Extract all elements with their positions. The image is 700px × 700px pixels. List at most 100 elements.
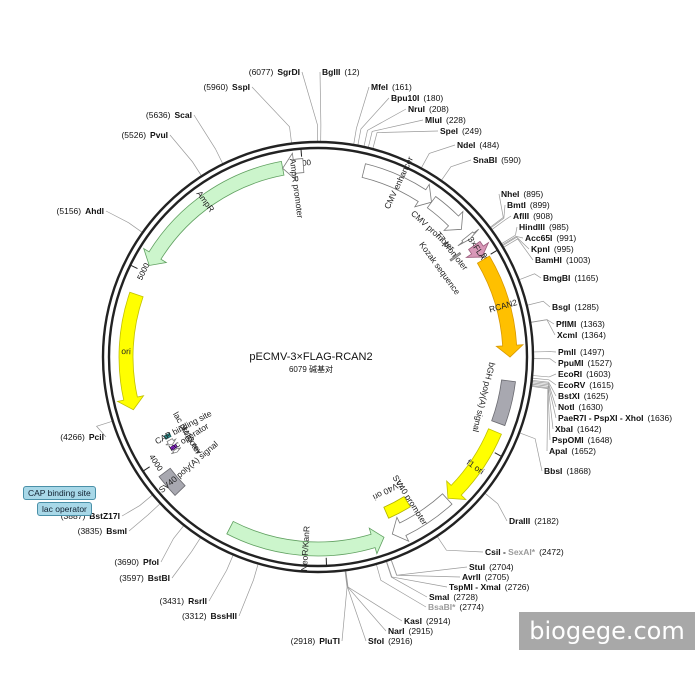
- tick-6000: [300, 148, 303, 157]
- plasmid-backbone: [101, 140, 535, 574]
- site-pos: (995): [554, 244, 574, 254]
- site-name: SmaI: [429, 592, 449, 602]
- feature-bgh-poly-a-signal: [491, 379, 516, 427]
- site-pos: (4266): [60, 432, 85, 442]
- site-ecorv: EcoRV(1615): [558, 380, 614, 390]
- site-draiii: DraIII(2182): [509, 516, 559, 526]
- tick-4000: [142, 466, 150, 472]
- site-paer7i-pspxi-xhoi: PaeR7I - PspXI - XhoI(1636): [558, 413, 672, 423]
- site-xcmi: XcmI(1364): [557, 330, 606, 340]
- site-sspi: (5960)SspI: [203, 82, 250, 92]
- site-ahdi: (5156)AhdI: [57, 206, 104, 216]
- site-pflmi: PflMI(1363): [556, 319, 605, 329]
- site-pos: (908): [533, 211, 553, 221]
- site-name: SpeI: [440, 126, 458, 136]
- site-line-ppumi: [533, 358, 557, 364]
- feature-sv40-ori: [383, 496, 411, 519]
- site-pos: (1363): [580, 319, 605, 329]
- site-line-mlui: [368, 119, 424, 148]
- site-line-stui: [391, 560, 468, 576]
- site-line-nrui: [363, 108, 407, 147]
- site-line-bsabi: [376, 564, 427, 608]
- plasmid-title: pECMV-3×FLAG-RCAN2: [249, 351, 372, 363]
- site-line-spei: [372, 130, 439, 149]
- backbone-outer-ring: [101, 140, 535, 574]
- site-kasi: KasI(2914): [404, 616, 451, 626]
- site-line-bstxi: [532, 380, 557, 397]
- site-pos: (2726): [505, 582, 530, 592]
- site-apai: ApaI(1652): [549, 446, 596, 456]
- site-line-acc65i: [502, 236, 524, 246]
- site-bglii: BglII(12): [322, 67, 360, 77]
- site-pos: (1165): [574, 273, 598, 283]
- site-name: AhdI: [85, 206, 104, 216]
- site-pmli: PmlI (1497): [558, 347, 605, 357]
- site-pos: (2704): [489, 562, 514, 572]
- site-line-bamhi: [503, 238, 534, 261]
- plasmid-size: 6079 碱基对: [289, 364, 333, 374]
- feature-cap-binding-site: [163, 432, 172, 440]
- site-line-bsgi: [527, 300, 551, 308]
- site-pos: (1527): [588, 358, 613, 368]
- site-name: XbaI: [555, 424, 573, 434]
- site-name: ScaI: [175, 110, 193, 120]
- site-line-rsrii: [208, 555, 234, 602]
- site-name: PmlI: [558, 347, 576, 357]
- site-pcii: (4266)PciI: [60, 432, 104, 442]
- site-line-bpu10i: [357, 97, 390, 145]
- site-pos: (5526): [121, 130, 146, 140]
- site-bmti: BmtI(899): [507, 200, 550, 210]
- site-line-snabi: [441, 159, 472, 181]
- site-pos: (3690): [114, 557, 139, 567]
- site-name: StuI: [469, 562, 485, 572]
- site-acc65i: Acc65I(991): [525, 233, 576, 243]
- site-name: PspOMI: [552, 435, 584, 445]
- site-nari: NarI(2915): [388, 626, 433, 636]
- feature-sv40-poly-a-signal: [158, 467, 186, 496]
- site-pos: (5636): [146, 110, 171, 120]
- site-pos: (3835): [78, 526, 103, 536]
- site-line-kpni: [502, 236, 530, 250]
- site-name: HindIII: [519, 222, 545, 232]
- site-sfoi: SfoI(2916): [368, 636, 413, 646]
- feature-lac-promoter: [165, 437, 177, 446]
- site-bstxi: BstXI(1625): [558, 391, 608, 401]
- site-pos: (1648): [588, 435, 613, 445]
- site-line-bmgbi: [519, 273, 542, 280]
- site-pos: (1364): [581, 330, 606, 340]
- site-name: BsaBI*: [428, 602, 456, 612]
- site-pos: (249): [462, 126, 482, 136]
- site-line-sspi: [251, 86, 292, 143]
- site-pos: (208): [429, 104, 449, 114]
- site-line-sfoi: [345, 571, 367, 642]
- site-line-ecorv: [532, 377, 557, 386]
- site-pos: (1642): [577, 424, 602, 434]
- feature-ampr-promoter: [282, 152, 305, 181]
- site-pos: (2728): [453, 592, 478, 602]
- site-pspomi: PspOMI (1648): [552, 435, 612, 445]
- site-pos: (1285): [574, 302, 599, 312]
- site-name: BstBI: [148, 573, 170, 583]
- site-bsabi: BsaBI*(2774): [428, 602, 484, 612]
- site-pos: (1497): [580, 347, 605, 357]
- site-pos: (3431): [160, 596, 185, 606]
- site-line-tspmi-xmai: [386, 561, 448, 588]
- site-name: BamHI: [535, 255, 562, 265]
- site-pos: (2918): [291, 636, 316, 646]
- site-mfei: MfeI(161): [371, 82, 412, 92]
- site-line-pvui: [169, 134, 202, 176]
- site-name: SgrDI: [277, 67, 300, 77]
- site-name: Bpu10I: [391, 93, 419, 103]
- site-name: MluI: [425, 115, 442, 125]
- site-name: BstXI: [558, 391, 580, 401]
- site-bstbi: (3597)BstBI: [119, 573, 170, 583]
- site-csii: CsiI - SexAI*(2472): [485, 547, 564, 557]
- site-name: SnaBI: [473, 155, 497, 165]
- site-bsmi: (3835)BsmI: [78, 526, 127, 536]
- site-pvui: (5526)PvuI: [121, 130, 168, 140]
- site-name: BmgBI: [543, 273, 570, 283]
- site-name: PfoI: [143, 557, 159, 567]
- site-pos: (1003): [566, 255, 591, 265]
- site-ndei: NdeI(484): [457, 140, 499, 150]
